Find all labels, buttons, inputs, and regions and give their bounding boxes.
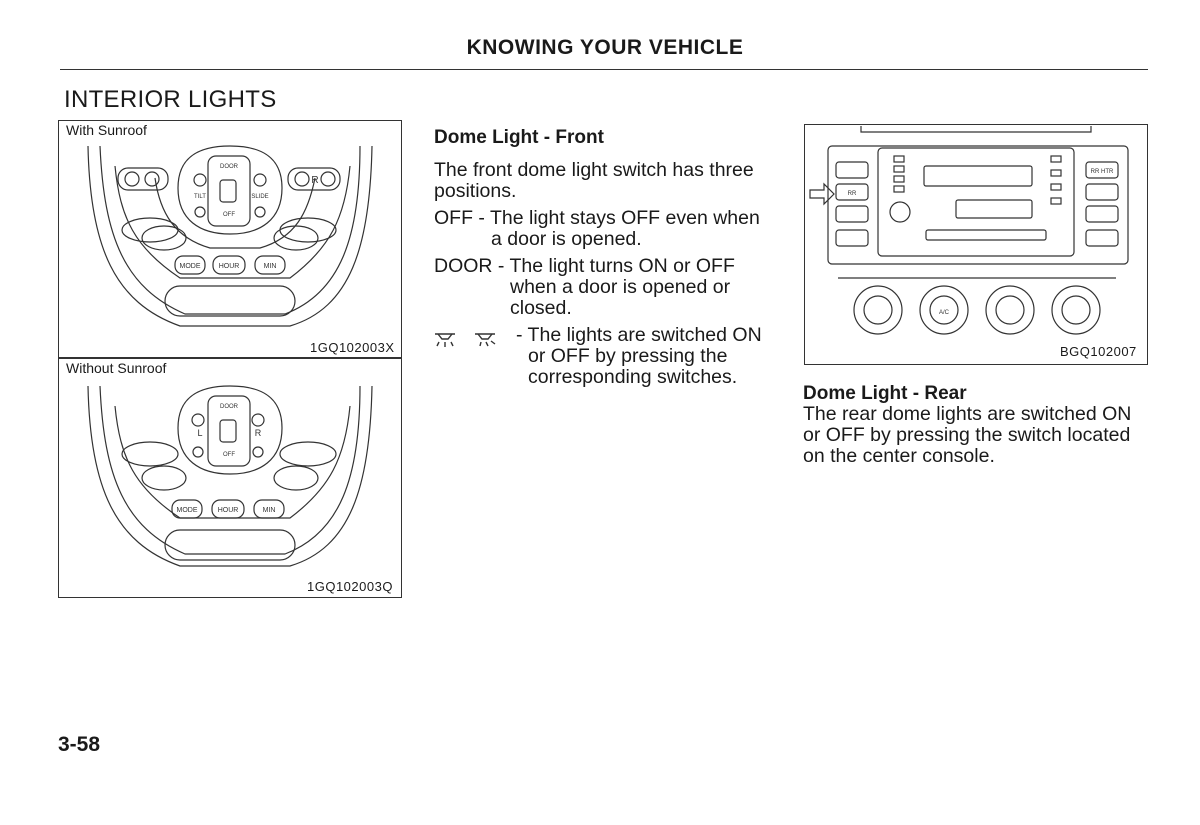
page-number: 3-58 [58, 733, 101, 756]
figure-code-top: 1GQ102003X [310, 340, 395, 355]
dome-rear-body: The rear dome lights are switched ON or … [803, 404, 1131, 467]
door-line-2: when a door is opened or [510, 276, 731, 298]
rear-line-3: on the center console. [803, 445, 995, 467]
no-sunroof-l-label: L [197, 428, 202, 438]
running-header: KNOWING YOUR VEHICLE [466, 36, 744, 59]
intro-line-2: positions. [434, 180, 517, 202]
lights-line-1: - The lights are switched ON [516, 324, 762, 346]
center-console-drawing: RR HTR RR A/C [809, 126, 1129, 335]
sunroof-slide-label: SLIDE [251, 194, 268, 200]
sunroof-mode-button: MODE [180, 263, 201, 270]
no-sunroof-mode-button: MODE [177, 507, 198, 514]
dome-light-left-icon [435, 333, 455, 347]
off-line-2: a door is opened. [491, 228, 642, 250]
without-sunroof-label: Without Sunroof [66, 360, 167, 376]
figure-code-bottom: 1GQ102003Q [307, 579, 393, 594]
lights-description: - The lights are switched ON or OFF by p… [516, 325, 762, 388]
figure-divider [58, 357, 402, 359]
with-sunroof-label: With Sunroof [66, 122, 147, 138]
sunroof-door-label: DOOR [220, 164, 239, 170]
rr-htr-label: RR HTR [1091, 169, 1114, 175]
no-sunroof-door-label: DOOR [220, 404, 239, 410]
no-sunroof-off-label: OFF [223, 452, 235, 458]
no-sunroof-min-button: MIN [263, 507, 276, 514]
rear-line-1: The rear dome lights are switched ON [803, 403, 1132, 425]
center-console-figure [804, 124, 1148, 365]
no-sunroof-r-label: R [255, 428, 262, 438]
door-line-1: DOOR - The light turns ON or OFF [434, 255, 735, 277]
door-description: DOOR - The light turns ON or OFF when a … [434, 256, 735, 319]
dome-front-heading: Dome Light - Front [434, 127, 604, 148]
sunroof-off-label: OFF [223, 212, 235, 218]
rr-dome-switch-label: RR [848, 191, 857, 197]
rear-line-2: or OFF by pressing the switch located [803, 424, 1131, 446]
off-line-1: OFF - The light stays OFF even when [434, 207, 760, 229]
dome-rear-heading: Dome Light - Rear [803, 383, 967, 404]
ac-label: A/C [939, 310, 950, 316]
figure-code-right: BGQ102007 [1060, 344, 1137, 359]
no-sunroof-hour-button: HOUR [218, 507, 239, 514]
sunroof-console-drawing: DOOR TILT SLIDE OFF MODE HOUR MIN R [87, 145, 373, 327]
sunroof-r-label: R [311, 175, 318, 186]
overhead-console-figure [58, 120, 402, 598]
intro-line-1: The front dome light switch has three [434, 159, 754, 181]
sunroof-hour-button: HOUR [219, 263, 240, 270]
section-title: INTERIOR LIGHTS [64, 86, 277, 113]
door-line-3: closed. [510, 297, 572, 319]
lights-line-3: corresponding switches. [528, 366, 738, 388]
sunroof-min-button: MIN [264, 263, 277, 270]
dome-light-icons [435, 333, 496, 347]
sunroof-tilt-label: TILT [194, 194, 206, 200]
dome-light-right-icon [475, 333, 496, 347]
lights-line-2: or OFF by pressing the [528, 345, 728, 367]
header-rule [60, 69, 1148, 70]
no-sunroof-console-drawing: DOOR L R OFF MODE HOUR MIN [87, 385, 373, 567]
rear-switch-arrow [809, 182, 835, 206]
off-description: OFF - The light stays OFF even when a do… [434, 208, 760, 250]
dome-front-intro: The front dome light switch has three po… [434, 160, 754, 202]
